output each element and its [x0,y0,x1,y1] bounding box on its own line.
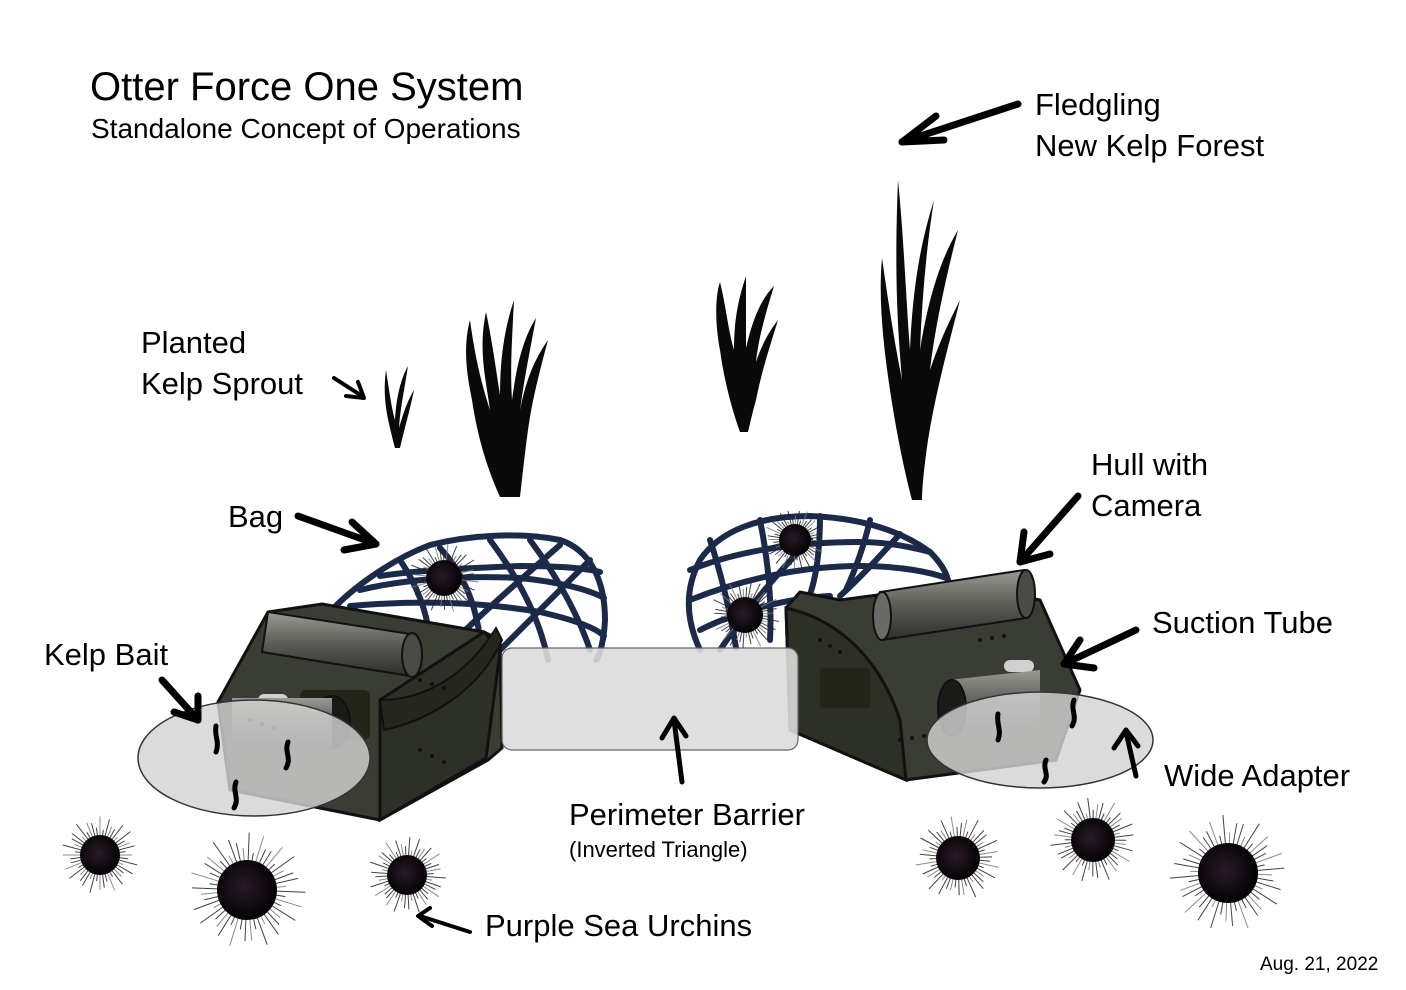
urchins [62,510,1285,946]
diagram-title: Otter Force One System [90,65,524,109]
label-purple-sea-urchins: Purple Sea Urchins [485,908,753,943]
sea-urchin [370,837,446,913]
wide-adapter-lens-right [926,691,1154,789]
perimeter-barrier [501,647,799,751]
label-perimeter-barrier: Perimeter Barrier [569,797,805,832]
kelp-sprout-small [384,366,414,448]
kelp-fledgling-tall [880,180,960,500]
label-bag: Bag [228,499,284,534]
arrow-urchins [416,906,472,934]
arrow-kelp-bait [158,676,202,724]
label-inverted-triangle: (Inverted Triangle) [569,837,748,862]
date-stamp: Aug. 21, 2022 [1260,954,1379,975]
label-kelp-bait: Kelp Bait [44,637,169,672]
sea-urchin [62,816,138,893]
callout-arrows [158,100,1141,934]
sea-urchin [1050,797,1134,882]
arrow-hull [1016,492,1082,566]
sea-urchin [191,832,306,946]
kelp-tuft-left [466,300,548,497]
sea-urchin [764,510,826,571]
sea-urchin [1169,814,1285,929]
arrow-perimeter [659,715,689,785]
sea-urchin [915,816,999,898]
arrow-planted [332,376,366,400]
arrow-bag [294,512,380,554]
label-wide-adapter: Wide Adapter [1164,758,1351,793]
sea-urchin [710,581,779,648]
arrow-suction [1060,626,1140,672]
label-suction-tube: Suction Tube [1152,605,1333,640]
kelp-bait-lens-left [137,699,371,817]
diagram-subtitle: Standalone Concept of Operations [91,113,521,144]
vehicle-left [137,602,504,823]
arrow-fledgling [898,100,1022,146]
kelp-tuft-center [716,276,778,432]
sea-urchin [410,544,479,612]
vehicle-right [784,568,1154,789]
arrow-wide-adapter [1111,727,1141,779]
